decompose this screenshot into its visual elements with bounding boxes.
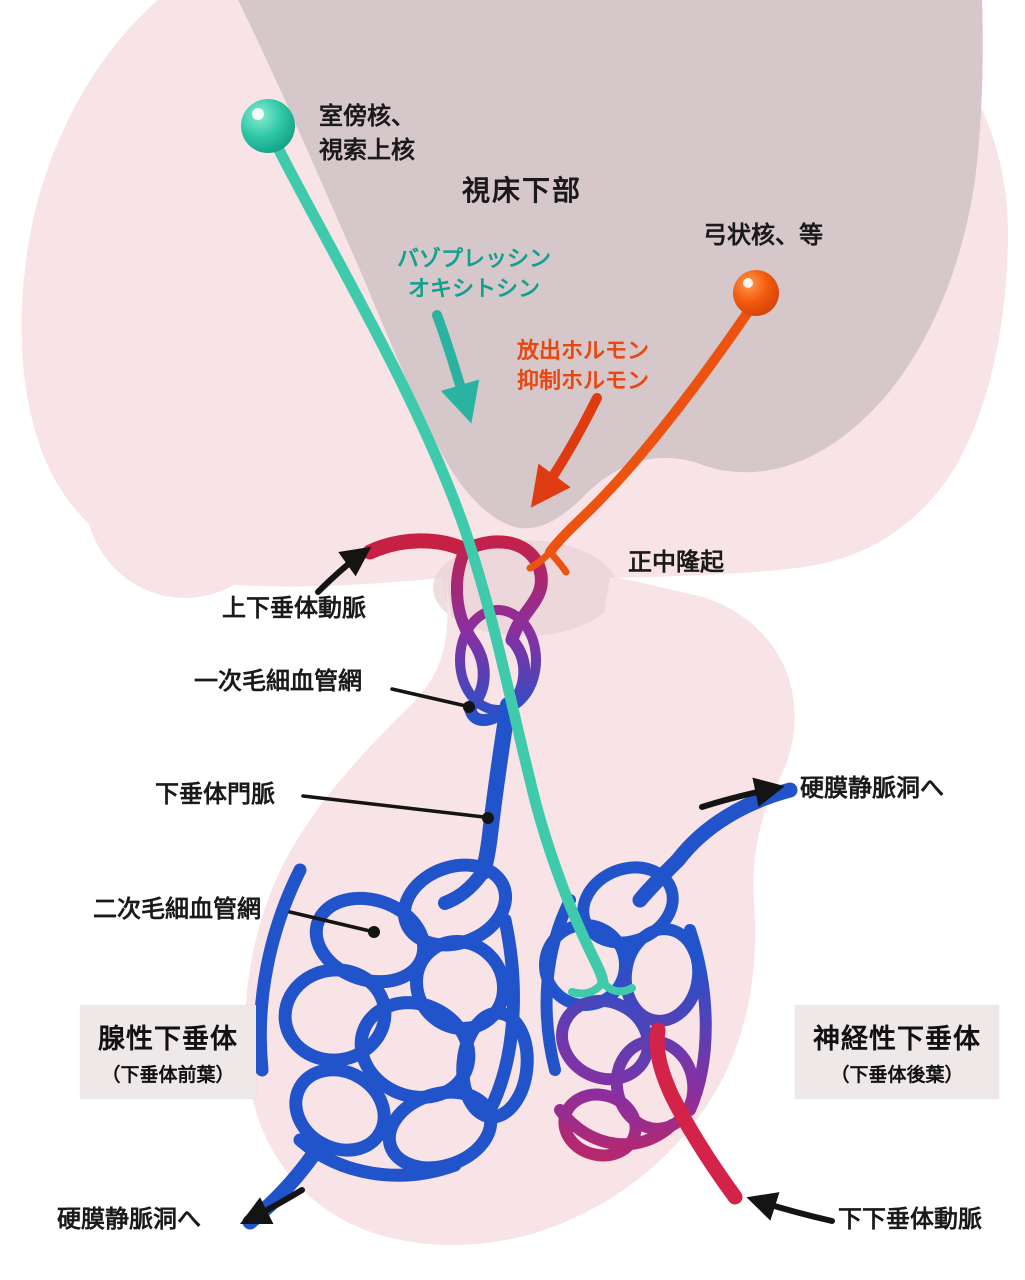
primary-capillary-pointer-dot <box>463 701 475 713</box>
label-paraventricular-supraoptic: 室傍核、 視索上核 <box>319 100 415 167</box>
label-inferior-hypophyseal-artery: 下下垂体動脈 <box>838 1206 982 1233</box>
label-vasopressin-oxytocin: バゾプレッシン オキシトシン <box>385 244 563 303</box>
teal-neuron <box>241 99 636 998</box>
inferior-artery-arrow <box>746 1192 835 1224</box>
label-secondary-capillary-network: 二次毛細血管網 <box>93 896 261 923</box>
label-primary-capillary-network: 一次毛細血管網 <box>194 668 362 695</box>
inhibiting-hormone-line: 抑制ホルモン <box>516 367 649 393</box>
region-box-neurohypophysis: 神経性下垂体 （下垂体後葉） <box>795 1005 999 1099</box>
label-hypophyseal-portal-vein: 下垂体門脈 <box>155 781 275 808</box>
label-arcuate-nucleus: 弓状核、等 <box>703 222 823 249</box>
secondary-capillary-pointer-dot <box>368 926 380 938</box>
oxytocin-line: オキシトシン <box>407 275 540 301</box>
label-superior-hypophyseal-artery: 上下垂体動脈 <box>222 595 366 622</box>
pvn-line2: 視索上核 <box>319 136 415 164</box>
label-to-dural-sinus-right: 硬膜静脈洞へ <box>800 775 944 802</box>
label-releasing-inhibiting-hormone: 放出ホルモン 抑制ホルモン <box>512 336 654 395</box>
label-hypothalamus-title: 視床下部 <box>462 175 583 206</box>
vasopressin-flow-arrow <box>432 310 480 424</box>
secondary-capillary-pointer <box>288 910 372 933</box>
primary-capillary-pointer <box>390 687 468 708</box>
superior-artery-vessel <box>362 533 473 560</box>
superior-artery-arrow <box>315 546 372 595</box>
neurohypophysis-subtitle: （下垂体後葉） <box>830 1065 964 1086</box>
portal-vein-vessel <box>475 697 516 880</box>
inferior-artery-vessel <box>649 1022 743 1205</box>
releasing-hormone-line: 放出ホルモン <box>516 338 649 363</box>
region-box-adenohypophysis: 腺性下垂体 （下垂体前葉） <box>80 1005 256 1099</box>
adenohypophysis-name: 腺性下垂体 <box>98 1024 238 1054</box>
hypothalamus-region <box>21 0 1009 640</box>
dural-sinus-left-arrow <box>239 1187 305 1225</box>
portal-vein-pointer <box>301 794 486 819</box>
neurohypophysis-name: 神経性下垂体 <box>813 1024 981 1054</box>
dural-sinus-right-arrow <box>699 777 785 810</box>
adenohypophysis-subtitle: （下垂体前葉） <box>101 1065 235 1086</box>
orange-neuron <box>526 270 779 576</box>
label-to-dural-sinus-left: 硬膜静脈洞へ <box>57 1206 201 1233</box>
releasing-hormone-flow-arrow <box>530 393 602 508</box>
label-median-eminence: 正中隆起 <box>628 549 724 576</box>
vasopressin-line: バゾプレッシン <box>396 246 551 271</box>
portal-vein-pointer-dot <box>482 812 494 824</box>
pvn-line1: 室傍核、 <box>319 103 415 130</box>
